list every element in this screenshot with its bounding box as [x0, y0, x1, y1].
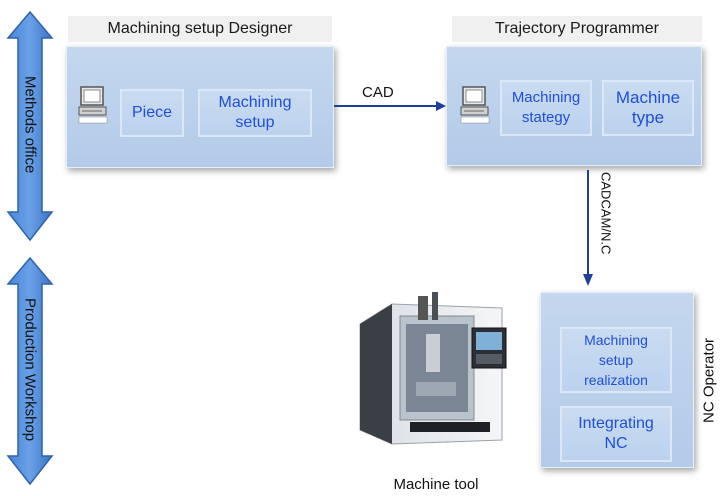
cad-arrow: [334, 101, 446, 111]
cadcam-label: CADCAM/N.C: [598, 172, 614, 255]
production-workshop-arrow: [6, 256, 54, 486]
lane-arrows: [6, 10, 54, 486]
machining-setup-box: Machining setup: [198, 89, 312, 137]
lane-label-methods-office: Methods office: [21, 76, 39, 174]
integrating-nc-box: Integrating NC: [560, 406, 672, 462]
designer-title: Machining setup Designer: [68, 16, 332, 42]
programmer-title: Trajectory Programmer: [452, 16, 702, 42]
machine-tool-caption: Machine tool: [393, 476, 479, 493]
lane-label-production-workshop: Production Workshop: [21, 298, 39, 442]
setup-realization-box: Machining setup realization: [560, 327, 672, 393]
methods-office-arrow: [6, 10, 54, 242]
nc-operator-label: NC Operator: [700, 337, 718, 423]
cad-label: CAD: [362, 84, 394, 101]
workstation-icon: [78, 86, 108, 124]
machining-strategy-box: Machining stategy: [500, 80, 592, 136]
machine-type-box: Machine type: [602, 80, 694, 136]
workstation-icon: [460, 86, 490, 124]
cadcam-arrow: [583, 170, 593, 286]
piece-box: Piece: [120, 89, 184, 137]
machine-tool-image: [359, 292, 507, 445]
